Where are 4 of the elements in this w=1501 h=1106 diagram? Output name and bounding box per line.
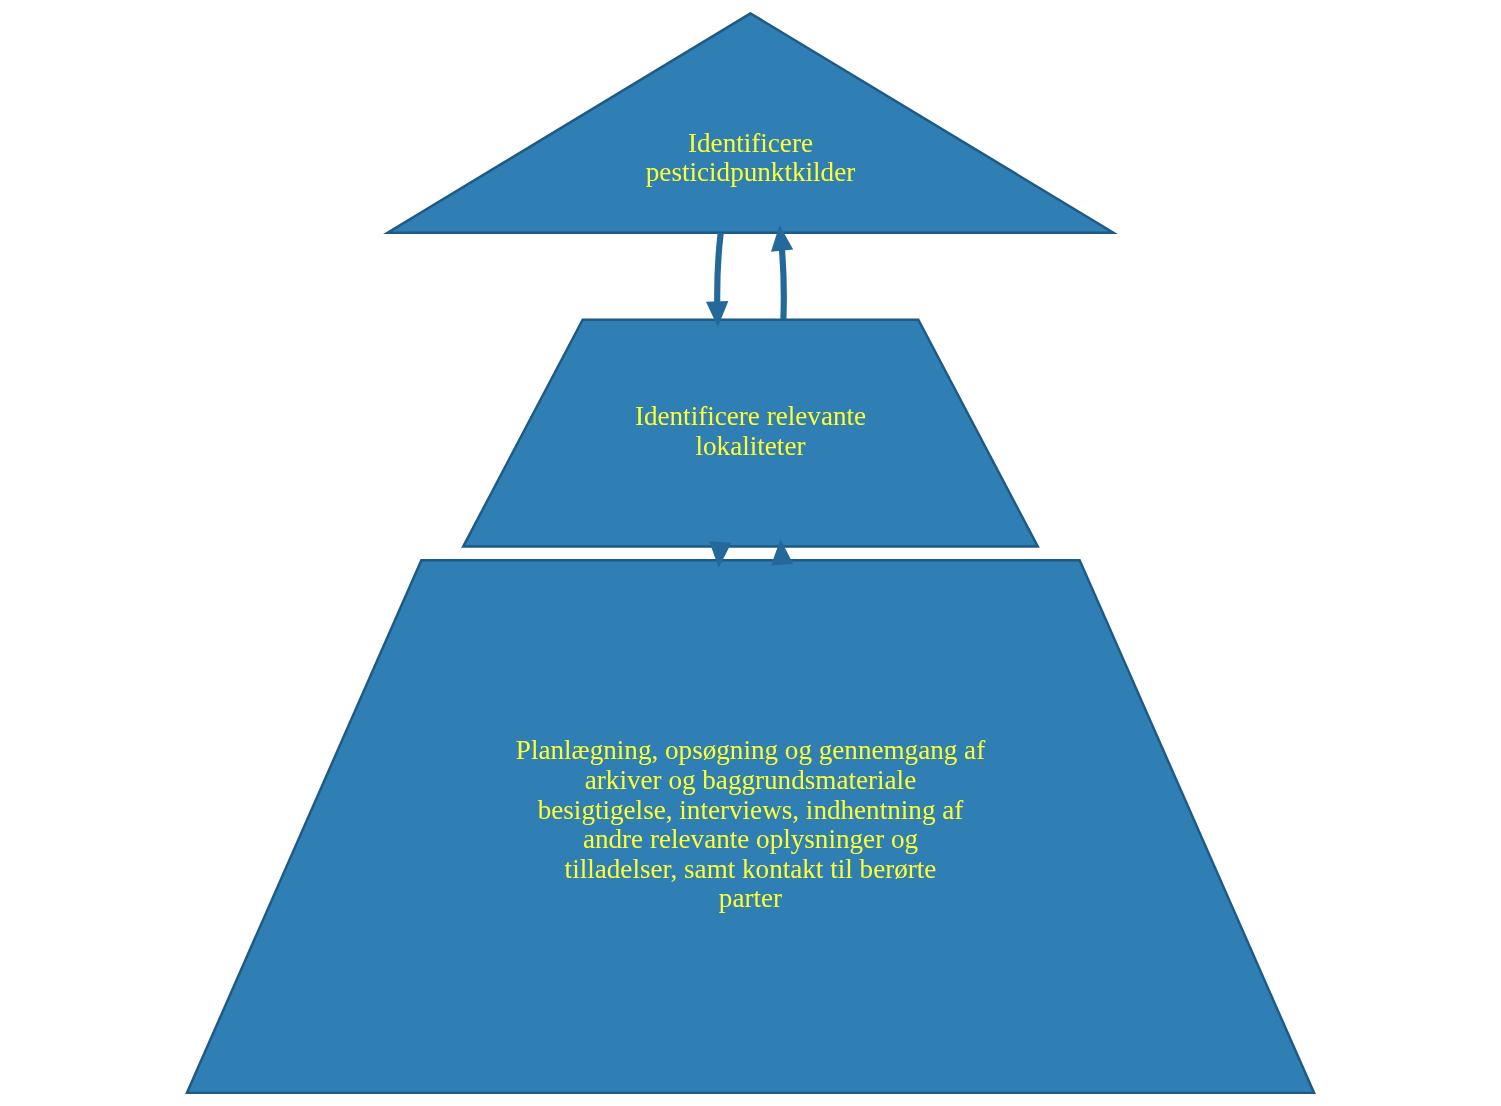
arrow [709, 541, 732, 568]
arrow [770, 539, 794, 566]
arrow [706, 232, 729, 327]
arrow [770, 225, 794, 320]
